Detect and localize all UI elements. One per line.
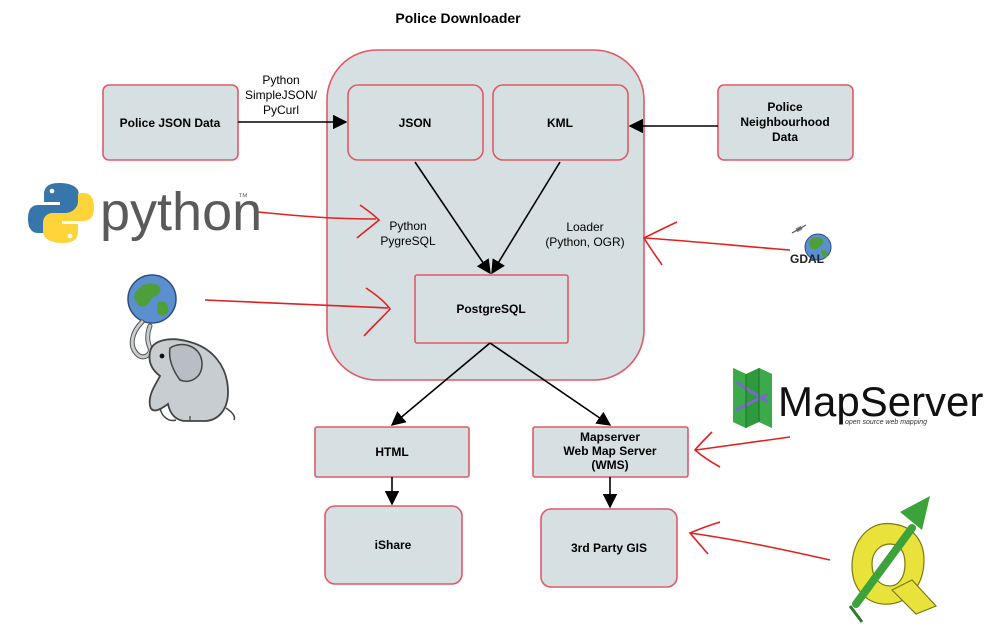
- qgis-logo: [848, 496, 938, 623]
- node-police-json-data: Police JSON Data: [102, 84, 239, 161]
- node-html: HTML: [314, 426, 470, 478]
- edge-label-python-simplejson: Python SimpleJSON/ PyCurl: [245, 73, 318, 117]
- node-label-line-2: Web Map Server: [563, 444, 656, 458]
- node-label-line-1: Police: [767, 100, 803, 114]
- node-label-line-2: Neighbourhood: [740, 115, 829, 129]
- edge-label-line-1: Python: [262, 73, 299, 87]
- annotation-arrow-gdal: [642, 221, 791, 266]
- diagram-title: Police Downloader: [395, 10, 521, 26]
- node-mapserver-wms: Mapserver Web Map Server (WMS): [532, 426, 689, 478]
- node-label-line-1: Mapserver: [580, 430, 640, 444]
- edge-label-line-3: PyCurl: [263, 103, 299, 117]
- edge-json-to-postgresql: [414, 161, 491, 275]
- mapserver-logo: MapServer open source web mapping: [733, 368, 983, 428]
- postgis-logo: [127, 274, 236, 422]
- node-label-line-3: Data: [772, 130, 798, 144]
- node-label: Police JSON Data: [120, 116, 221, 130]
- node-kml: KML: [492, 84, 629, 161]
- qgis-logo-icon: [848, 496, 938, 623]
- node-police-neighbourhood-data: Police Neighbourhood Data: [717, 84, 854, 161]
- edge-label-python-pygresql: Python PygreSQL: [380, 219, 436, 248]
- node-label: iShare: [375, 538, 412, 552]
- node-label: PostgreSQL: [456, 302, 525, 316]
- node-label: 3rd Party GIS: [571, 541, 647, 555]
- edge-kml-to-postgresql: [491, 161, 561, 275]
- node-label-line-3: (WMS): [591, 458, 628, 472]
- python-logo: python ™: [28, 182, 262, 243]
- edge-label-line-2: (Python, OGR): [545, 235, 624, 249]
- annotation-arrow-python: [257, 204, 381, 239]
- edge-label-line-2: SimpleJSON/: [245, 88, 318, 102]
- gdal-globe-icon: [791, 224, 832, 261]
- gdal-wordmark: GDAL: [790, 252, 824, 266]
- python-trademark: ™: [238, 192, 248, 203]
- gdal-logo: GDAL: [790, 224, 832, 266]
- node-postgresql: PostgreSQL: [414, 274, 569, 344]
- node-json: JSON: [347, 84, 484, 161]
- edge-label-line-2: PygreSQL: [380, 234, 436, 248]
- annotation-arrow-postgis: [204, 287, 392, 337]
- mapserver-logo-icon: [733, 368, 772, 428]
- node-ishare: iShare: [324, 505, 463, 585]
- edge-postgresql-to-mapserver: [489, 342, 612, 426]
- python-wordmark: python: [100, 182, 262, 242]
- mapserver-wordmark: MapServer: [778, 378, 983, 425]
- node-label: JSON: [399, 116, 432, 130]
- annotation-arrow-mapserver: [693, 431, 791, 468]
- postgis-elephant-globe-icon: [127, 274, 236, 422]
- annotation-arrow-qgis: [688, 521, 831, 561]
- edge-label-line-1: Python: [389, 219, 426, 233]
- edge-postgresql-to-html: [390, 342, 491, 426]
- node-label: HTML: [375, 445, 408, 459]
- edge-label-loader: Loader (Python, OGR): [545, 220, 624, 249]
- python-logo-icon: [28, 183, 94, 243]
- node-label: KML: [547, 116, 573, 130]
- mapserver-tagline: open source web mapping: [845, 419, 927, 426]
- edge-label-line-1: Loader: [566, 220, 603, 234]
- node-third-party-gis: 3rd Party GIS: [540, 508, 678, 588]
